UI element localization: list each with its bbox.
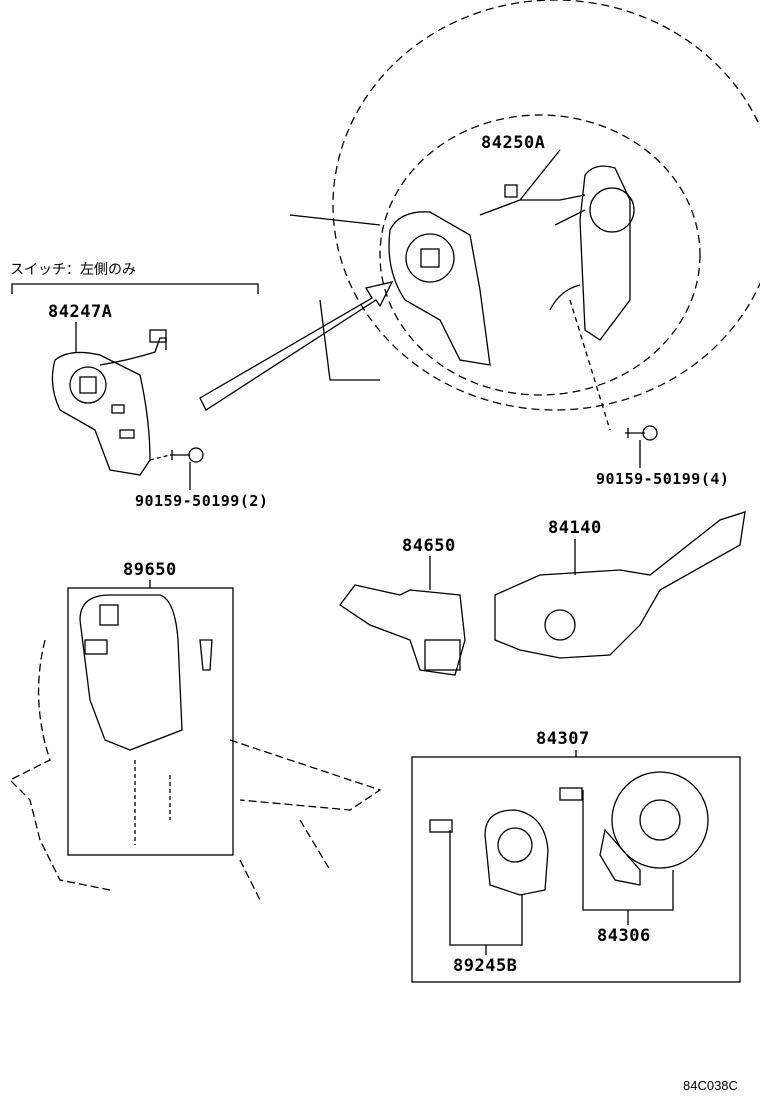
part-label-bolt-right[interactable]: 90159-50199(4) [596,470,730,488]
steering-sensor-drawing [429,809,549,955]
left-side-only-note: スイッチ：左側のみ [10,262,136,278]
combination-switch-84650-drawing [339,556,466,676]
bolt-right-drawing [625,425,658,468]
part-label-84250A[interactable]: 84250A [481,133,546,153]
part-label-84306[interactable]: 84306 [597,926,651,946]
part-label-89650[interactable]: 89650 [123,560,177,580]
steering-wheel-drawing [289,0,760,431]
part-label-89245B[interactable]: 89245B [453,956,518,976]
figure-code: 84C038C [683,1078,738,1093]
switch-84247A-drawing [51,322,167,476]
arrow-icon [199,281,394,411]
part-label-84307[interactable]: 84307 [536,729,590,749]
spiral-cable-drawing [559,771,709,925]
bolt-left-drawing [149,447,204,490]
note-bracket [11,283,259,294]
part-label-84247A[interactable]: 84247A [48,302,113,322]
part-label-84650[interactable]: 84650 [402,536,456,556]
box-89650 [67,587,234,856]
combination-switch-84140-drawing [494,511,746,659]
part-label-bolt-left[interactable]: 90159-50199(2) [135,492,269,510]
part-label-84140[interactable]: 84140 [548,518,602,538]
steering-lock-drawing [8,594,382,901]
box-84307 [411,756,741,983]
